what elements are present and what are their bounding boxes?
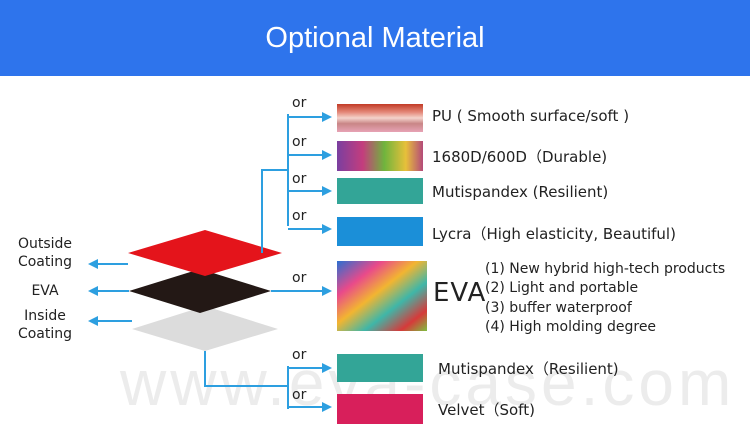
or-label: or <box>292 208 307 224</box>
or-label: or <box>292 95 307 111</box>
option-lycra-label: Lycra（High elasticity, Beautiful) <box>432 225 676 243</box>
diagram-graphics <box>88 104 427 424</box>
lycra-swatch <box>337 217 423 246</box>
page-title: Optional Material <box>265 22 485 54</box>
material-diagram: www.eva-case.com <box>0 76 750 437</box>
option-spandex-label: Mutispandex (Resilient) <box>432 183 609 201</box>
inside-coating-layer <box>132 306 278 351</box>
eva-feature-2: (2) Light and portable <box>485 280 639 296</box>
inside-coating-label: Inside Coating <box>17 308 73 342</box>
spandex-swatch <box>337 178 423 204</box>
eva-layer-label: EVA <box>31 283 59 299</box>
eva-feature-1: (1) New hybrid high-tech products <box>485 261 726 277</box>
eva-layer <box>129 269 271 313</box>
or-label: or <box>292 387 307 403</box>
eva-swatch <box>337 261 427 331</box>
outside-coating-layer <box>128 230 282 276</box>
eva-feature-3: (3) buffer waterproof <box>485 300 632 316</box>
or-label: or <box>292 171 307 187</box>
spandex-swatch-bottom <box>337 354 423 382</box>
or-label: or <box>292 270 307 286</box>
header-bar: Optional Material <box>0 0 750 76</box>
nylon-swatch <box>337 141 423 171</box>
or-label: or <box>292 347 307 363</box>
outside-coating-label: Outside Coating <box>17 236 73 270</box>
or-label: or <box>292 134 307 150</box>
eva-feature-4: (4) High molding degree <box>485 319 657 335</box>
watermark: www.eva-case.com <box>120 347 736 419</box>
pu-swatch <box>337 104 423 132</box>
velvet-swatch <box>337 394 423 424</box>
option-nylon-label: 1680D/600D（Durable) <box>432 148 608 166</box>
option-velvet-label: Velvet（Soft) <box>438 401 535 419</box>
option-pu-label: PU ( Smooth surface/soft ) <box>432 107 630 125</box>
eva-option-title: EVA <box>433 278 487 308</box>
option-spandex-bottom-label: Mutispandex（Resilient) <box>438 360 619 378</box>
